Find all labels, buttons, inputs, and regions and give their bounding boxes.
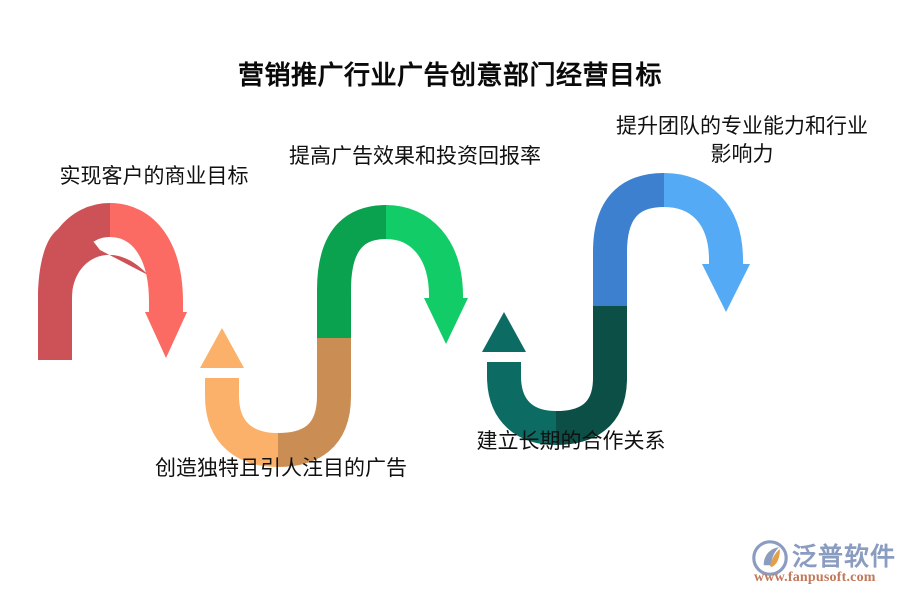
step-4-left-band (487, 362, 557, 445)
step-5-label: 提升团队的专业能力和行业影响力 (616, 115, 868, 166)
step-4-arrowhead (482, 312, 526, 352)
page-title: 营销推广行业广告创意部门经营目标 (237, 60, 662, 90)
logo-brand-text: 泛普软件 (792, 543, 897, 571)
step-5-left-band (593, 173, 665, 306)
step-3-left-band (317, 205, 387, 338)
step-3-label: 提高广告效果和投资回报率 (289, 145, 541, 168)
step-1-label: 实现客户的商业目标 (59, 165, 249, 188)
step-3-right-band (384, 205, 463, 302)
brand-logo: 泛普软件 www.fanpusoft.com (752, 536, 895, 594)
step-3-arrowhead (424, 298, 468, 344)
step-4-right-band (555, 306, 627, 445)
step-1-right-band (108, 203, 183, 316)
step-3-arrow-green (317, 205, 468, 344)
step-1-left-band (38, 203, 112, 360)
step-1-arrow-red (38, 203, 187, 360)
step-2-label: 创造独特且引人注目的广告 (155, 457, 407, 480)
step-5-arrow-blue (593, 173, 750, 312)
step-4-arrow-teal (482, 306, 627, 445)
step-2-right-band (277, 338, 351, 467)
step-5-right-band (663, 173, 743, 268)
fanpu-logo-icon (752, 540, 788, 576)
step-2-left-band (205, 378, 279, 467)
logo-url-text: www.fanpusoft.com (754, 570, 876, 585)
step-2-arrow-orange (200, 328, 351, 467)
step-1-arrowhead (145, 312, 187, 358)
step-4-label: 建立长期的合作关系 (476, 430, 666, 453)
step-5-arrowhead (702, 264, 750, 312)
step-2-arrowhead (200, 328, 244, 368)
